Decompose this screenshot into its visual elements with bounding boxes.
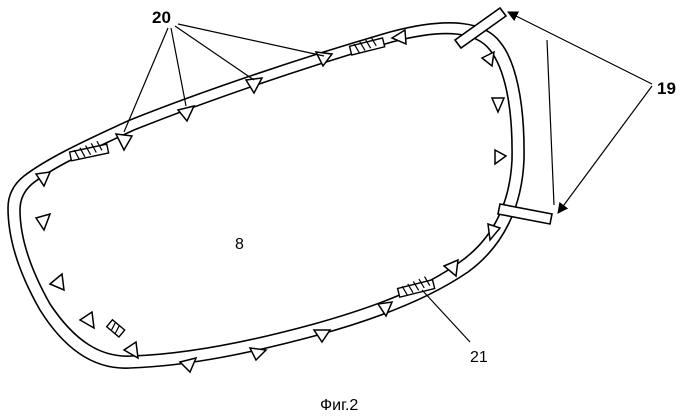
marker-triangle xyxy=(178,106,194,121)
marker-triangle xyxy=(488,224,500,240)
marker-triangle xyxy=(482,52,494,66)
marker-triangle xyxy=(50,274,64,290)
marker-triangle xyxy=(36,214,50,230)
marker-triangle xyxy=(444,260,458,276)
marker-triangle xyxy=(250,348,266,360)
heater-element-4 xyxy=(107,320,125,337)
leader-line-21 xyxy=(422,290,470,342)
label-20: 20 xyxy=(152,8,171,27)
wall-markers xyxy=(36,30,506,372)
marker-triangle xyxy=(378,302,392,316)
figure-caption: Фиг.2 xyxy=(320,397,358,414)
marker-triangle xyxy=(80,312,94,328)
arrows-19 xyxy=(508,12,652,213)
marker-triangle xyxy=(246,78,262,93)
marker-triangle xyxy=(116,134,132,150)
marker-triangle xyxy=(180,358,196,372)
marker-triangle xyxy=(492,98,504,112)
marker-triangle xyxy=(495,150,506,164)
leader-lines-20 xyxy=(124,24,324,132)
nozzle-right xyxy=(498,204,552,224)
label-21: 21 xyxy=(470,349,488,366)
heater-element-1 xyxy=(70,140,109,160)
label-19: 19 xyxy=(657,79,676,98)
label-8: 8 xyxy=(235,236,244,253)
